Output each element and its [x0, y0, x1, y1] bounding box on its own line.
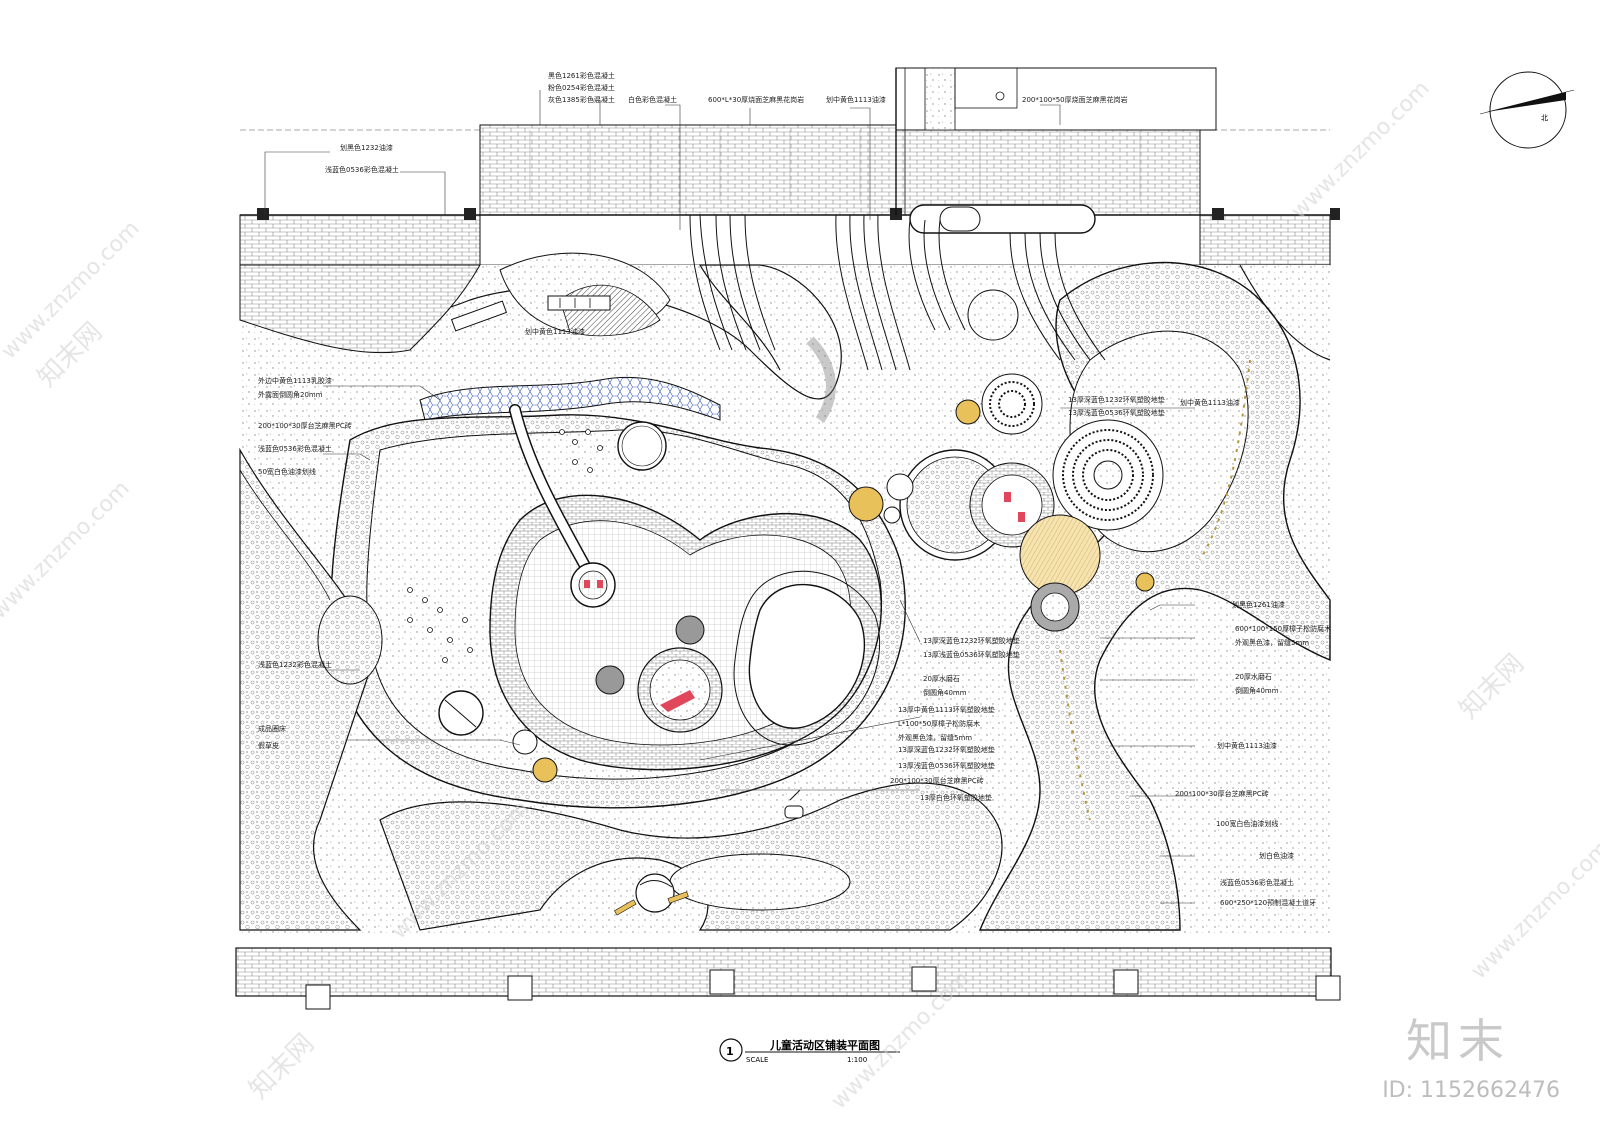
site-plan	[235, 214, 1341, 1010]
note-right-7: 200*100*30厚台芝麻黑PC砖	[1175, 789, 1269, 798]
note-top-2: 灰色1385彩色混凝土	[548, 95, 615, 104]
note-right-2: 600*100*150厚樟子松防腐木	[1235, 624, 1331, 633]
note-right-6: 划中黄色1113油漆	[1217, 741, 1277, 750]
note-left-2: 划中黄色1113油漆	[525, 327, 585, 336]
annotations-right: 划中黄色1113油漆 划黑色1261油漆 600*100*150厚樟子松防腐木 …	[1175, 398, 1331, 907]
note-right-1: 划黑色1261油漆	[1232, 600, 1285, 609]
note-right-4: 20厚水磨石	[1235, 672, 1272, 681]
annotations-center: 13厚深蓝色1232环氧塑胶地垫 13厚浅蓝色0536环氧塑胶地垫 13厚深蓝色…	[890, 395, 1165, 802]
note-right-0: 划中黄色1113油漆	[1180, 398, 1240, 407]
watermark-brand-2: 知末网	[1454, 649, 1530, 725]
note-top-6: 200*100*50厚烧面芝麻黑花岗岩	[1022, 95, 1128, 104]
note-left-4: 外露面倒圆角20mm	[258, 390, 323, 399]
note-center-2: 13厚深蓝色1232环氧塑胶地垫	[923, 636, 1020, 645]
note-left-5: 200*100*30厚台芝麻黑PC砖	[258, 421, 352, 430]
north-arrow-icon	[1479, 71, 1575, 149]
note-center-8: 外观黑色漆，留缝5mm	[898, 733, 972, 742]
scale-label: SCALE	[746, 1056, 768, 1064]
note-center-1: 13厚浅蓝色0536环氧塑胶地垫	[1068, 408, 1165, 417]
note-left-6: 浅蓝色0536彩色混凝土	[258, 444, 332, 453]
note-center-4: 20厚水磨石	[923, 674, 960, 683]
note-left-7: 50宽白色油漆划线	[258, 467, 316, 476]
note-center-7: L*100*50厚樟子松防腐木	[898, 719, 980, 728]
scale-value: 1:100	[847, 1056, 867, 1064]
note-right-3: 外观黑色漆，留缝5mm	[1235, 638, 1309, 647]
drawing-title-block: 1 儿童活动区铺装平面图 SCALE 1:100	[719, 1038, 900, 1064]
note-center-12: 13厚白色环氧塑胶地垫	[920, 793, 992, 802]
note-top-1: 粉色0254彩色混凝土	[548, 83, 615, 92]
note-center-3: 13厚浅蓝色0536环氧塑胶地垫	[923, 650, 1020, 659]
note-right-8: 100宽白色油漆划线	[1216, 819, 1278, 828]
note-top-5: 划中黄色1113油漆	[826, 95, 886, 104]
note-left-8: 浅蓝色1232彩色混凝土	[258, 660, 332, 669]
note-top-3: 白色彩色混凝土	[628, 95, 677, 104]
watermark-site-2: www.znzmo.com	[0, 476, 135, 624]
note-left-10: 假草皮	[258, 741, 279, 750]
note-left-9: 成品圈床	[258, 724, 286, 733]
leader-lines	[264, 90, 1195, 904]
north-label: 北	[1541, 114, 1548, 122]
note-right-11: 600*250*120预制混凝土道牙	[1220, 898, 1316, 907]
watermark-brand-3: 知末网	[244, 1029, 320, 1105]
note-center-5: 倒圆角40mm	[923, 688, 967, 697]
note-top-0: 黑色1261彩色混凝土	[548, 71, 615, 80]
note-top-4: 600*L*30厚烧面芝麻黑花岗岩	[708, 95, 804, 104]
watermark-site-4: www.znzmo.com	[1467, 836, 1600, 984]
note-center-9: 13厚深蓝色1232环氧塑胶地垫	[898, 745, 995, 754]
note-center-0: 13厚深蓝色1232环氧塑胶地垫	[1068, 395, 1165, 404]
note-left-3: 外边中黄色1113乳胶漆	[258, 376, 332, 385]
note-right-5: 倒圆角40mm	[1235, 686, 1279, 695]
building-strip	[239, 67, 1340, 266]
annotations-left: 划黑色1232油漆 浅蓝色0536彩色混凝土 划中黄色1113油漆 外边中黄色1…	[258, 143, 585, 750]
note-left-0: 划黑色1232油漆	[340, 143, 393, 152]
drawing-number: 1	[726, 1045, 734, 1058]
note-right-9: 划白色油漆	[1259, 851, 1294, 860]
note-center-6: 13厚中黄色1113环氧塑胶地垫	[898, 705, 995, 714]
brand-mark: 知末	[1406, 1014, 1510, 1068]
image-id-label: ID: 1152662476	[1382, 1078, 1560, 1103]
drawing-title: 儿童活动区铺装平面图	[769, 1038, 880, 1052]
note-center-10: 13厚浅蓝色0536环氧塑胶地垫	[898, 761, 995, 770]
note-left-1: 浅蓝色0536彩色混凝土	[325, 165, 399, 174]
note-right-10: 浅蓝色0536彩色混凝土	[1220, 878, 1294, 887]
annotations-top: 黑色1261彩色混凝土 粉色0254彩色混凝土 灰色1385彩色混凝土 白色彩色…	[548, 71, 1128, 104]
note-center-11: 200*100*30厚台芝麻黑PC砖	[890, 776, 984, 785]
